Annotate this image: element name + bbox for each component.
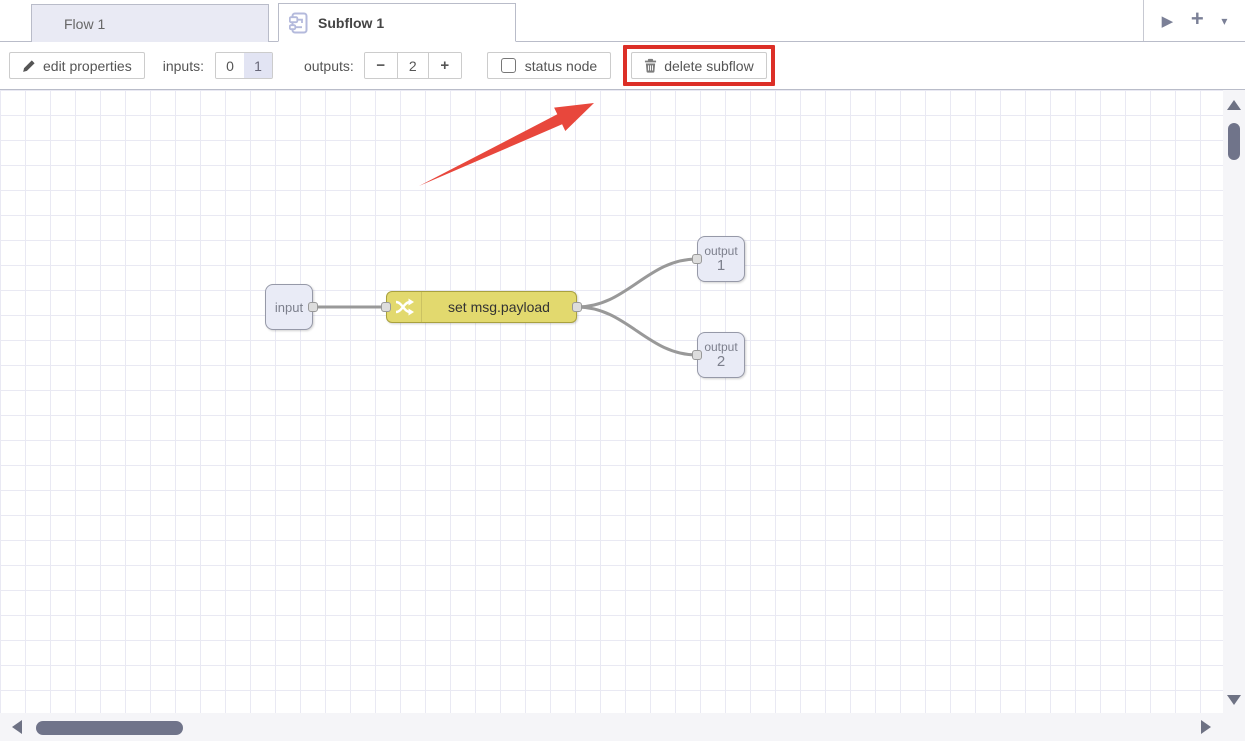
delete-subflow-button[interactable]: delete subflow: [631, 52, 767, 79]
tab-menu-icon[interactable]: ▾: [1221, 13, 1228, 28]
wire-change-to-output-1[interactable]: [575, 257, 699, 309]
horizontal-scrollbar-thumb[interactable]: [36, 721, 183, 735]
inputs-option-1[interactable]: 1: [243, 53, 272, 78]
annotation-highlight-box: delete subflow: [623, 45, 775, 86]
subflow-output-2-node[interactable]: output 2: [697, 332, 745, 378]
tab-flow-1[interactable]: Flow 1: [31, 4, 269, 42]
change-node-label: set msg.payload: [448, 299, 550, 315]
tab-flow-1-label: Flow 1: [64, 15, 106, 32]
change-node-output-port[interactable]: [572, 302, 582, 312]
workspace-tabs: Flow 1 Subflow 1: [31, 3, 516, 42]
tab-bar-controls: ▶ + ▾: [1143, 0, 1245, 41]
tab-subflow-1[interactable]: Subflow 1: [278, 3, 516, 42]
scroll-left-icon[interactable]: [12, 720, 22, 734]
wire-change-to-output-2[interactable]: [575, 305, 699, 357]
scrollbar-corner: [1223, 713, 1245, 741]
output-2-number: 2: [716, 352, 726, 370]
output-2-label: output: [704, 339, 738, 354]
vertical-scrollbar[interactable]: [1223, 90, 1245, 713]
wires-layer: [311, 257, 699, 357]
add-tab-icon[interactable]: +: [1190, 6, 1204, 31]
vertical-scrollbar-thumb[interactable]: [1228, 123, 1240, 160]
horizontal-scrollbar[interactable]: [0, 713, 1223, 741]
input-node-output-port[interactable]: [308, 302, 318, 312]
subflow-toolbar: edit properties inputs: 0 1 outputs: − 2…: [0, 42, 1245, 90]
scroll-tabs-right-icon[interactable]: ▶: [1161, 12, 1174, 30]
inputs-label: inputs:: [162, 57, 204, 74]
input-node-label: input: [274, 299, 304, 315]
delete-subflow-label: delete subflow: [664, 57, 754, 74]
output-2-input-port[interactable]: [692, 350, 702, 360]
inputs-toggle: 0 1: [214, 52, 273, 79]
outputs-value: 2: [396, 53, 429, 78]
subflow-input-node[interactable]: input: [265, 284, 313, 330]
subflow-icon: [289, 11, 311, 35]
outputs-stepper: − 2 +: [363, 52, 462, 79]
edit-properties-button[interactable]: edit properties: [9, 52, 145, 79]
status-node-label: status node: [524, 57, 598, 74]
shuffle-icon: [387, 292, 422, 322]
status-node-toggle[interactable]: status node: [486, 52, 612, 79]
scroll-up-icon[interactable]: [1227, 100, 1241, 110]
outputs-label: outputs:: [303, 57, 354, 74]
tab-subflow-1-label: Subflow 1: [318, 14, 385, 31]
outputs-decrease-button[interactable]: −: [364, 53, 397, 78]
workspace-tab-bar: Flow 1 Subflow 1 ▶ + ▾: [0, 0, 1245, 42]
edit-properties-label: edit properties: [43, 57, 132, 74]
pencil-icon: [22, 59, 36, 73]
status-node-checkbox[interactable]: [500, 58, 516, 73]
trash-icon: [644, 58, 657, 73]
subflow-output-1-node[interactable]: output 1: [697, 236, 745, 282]
change-node[interactable]: set msg.payload: [386, 291, 577, 323]
output-1-number: 1: [716, 256, 726, 274]
output-1-input-port[interactable]: [692, 254, 702, 264]
flow-canvas[interactable]: input set msg.payload output 1 o: [0, 90, 1223, 713]
scroll-down-icon[interactable]: [1227, 695, 1241, 705]
inputs-option-0[interactable]: 0: [215, 53, 244, 78]
output-1-label: output: [704, 243, 738, 258]
scroll-right-icon[interactable]: [1201, 720, 1211, 734]
outputs-increase-button[interactable]: +: [428, 53, 461, 78]
change-node-input-port[interactable]: [381, 302, 391, 312]
